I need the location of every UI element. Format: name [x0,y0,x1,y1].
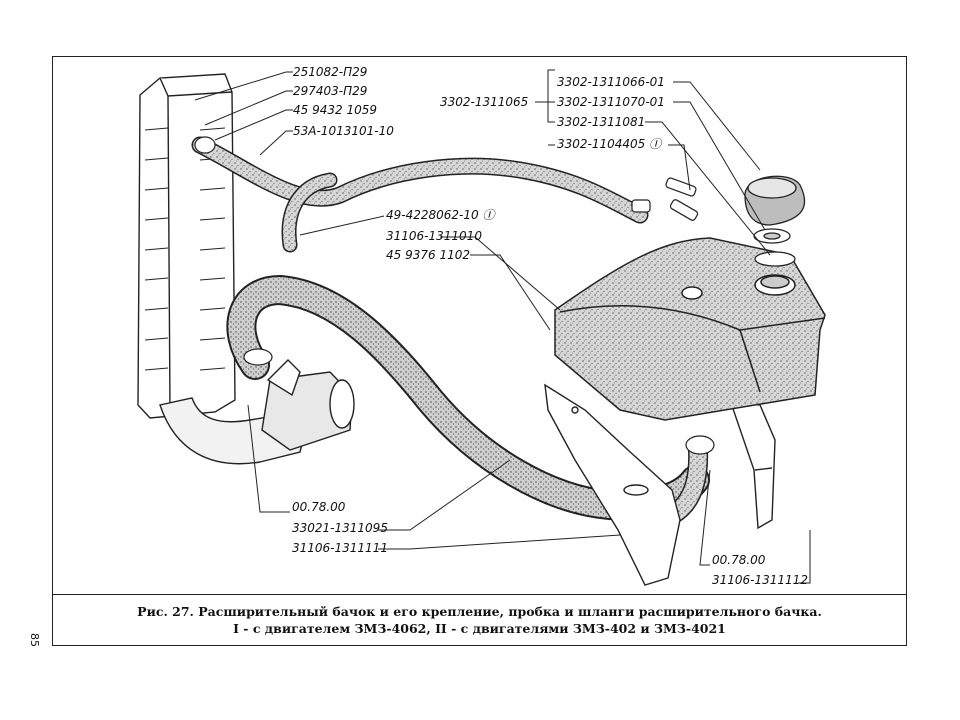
part-label-31106-1311112: 31106-1311112 [712,573,808,587]
part-label-3302-1311066: 3302-1311066-01 [557,75,665,89]
part-label-00-78-00-right: 00.78.00 [712,553,766,567]
part-label-53a: 53А-1013101-10 [293,124,394,138]
radiator [137,73,236,419]
part-label-31106-1311111: 31106-1311111 [292,541,388,555]
part-label-45-9376: 45 9376 1102 [386,248,470,262]
part-label-297403: 297403-П29 [293,84,368,98]
radiator-outlet-pipe [159,359,355,465]
caption-line-1: Рис. 27. Расширительный бачок и его креп… [137,604,822,619]
mounting-bracket [544,383,776,586]
part-label-45-9432: 45 9432 1059 [293,103,377,117]
part-label-3302-1311070: 3302-1311070-01 [557,95,665,109]
figure-caption: Рис. 27. Расширительный бачок и его креп… [52,603,907,637]
part-label-00-78-00-left: 00.78.00 [292,500,346,514]
part-label-49-4228062: 49-4228062-10 Ⓘ [386,208,495,222]
caption-divider [52,594,907,595]
part-label-3302-1311081: 3302-1311081 [557,115,646,129]
part-label-251082: 251082-П29 [293,65,368,79]
part-label-3302-1311065: 3302-1311065 [440,95,529,109]
expansion-tank [554,237,826,421]
part-label-33021-1311095: 33021-1311095 [292,521,388,535]
hose-fittings [194,136,715,455]
leader-lines [194,69,811,584]
page-number: 85 [28,633,41,647]
filler-cap [744,175,806,267]
part-label-31106-1311010: 31106-1311010 [386,229,482,243]
caption-line-2: I - с двигателем ЗМЗ-4062, II - с двигат… [233,621,726,636]
part-label-3302-1104405: 3302-1104405 Ⓘ [557,137,662,151]
